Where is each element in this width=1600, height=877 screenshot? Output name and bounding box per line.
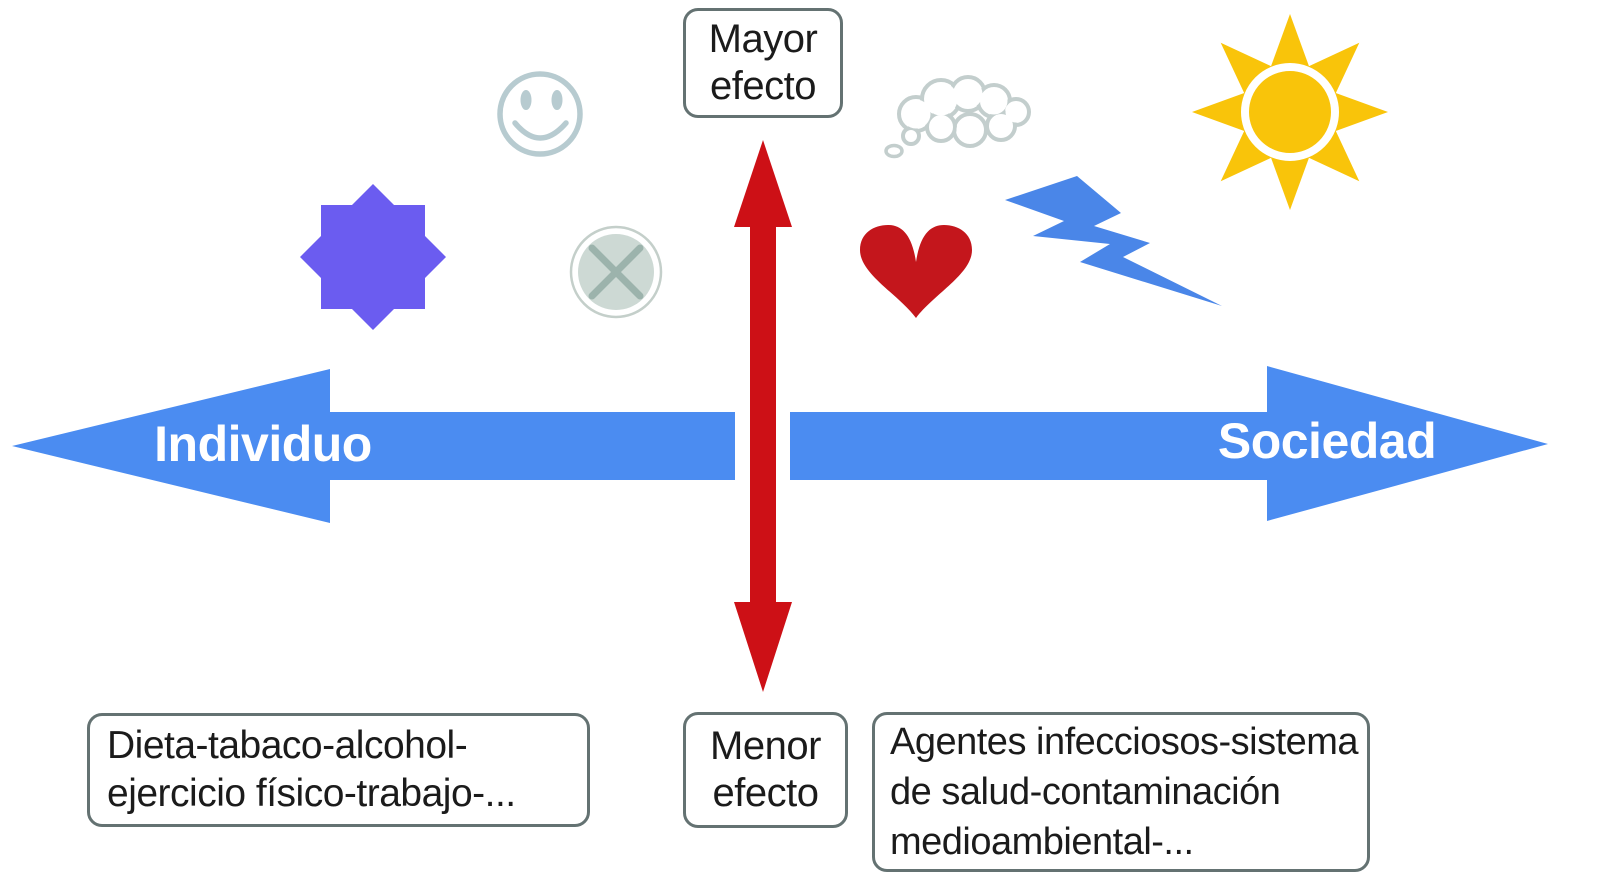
crossed-circle-cross bbox=[588, 244, 644, 300]
menor-efecto-line2: efecto bbox=[712, 771, 819, 815]
smiley-right-eye bbox=[551, 90, 563, 110]
menor-efecto-line1: Menor bbox=[710, 724, 821, 768]
horizontal-arrow-right bbox=[790, 366, 1548, 521]
sociedad-axis-label: Sociedad bbox=[1217, 413, 1437, 469]
society-factors-line2: de salud-contaminación bbox=[890, 771, 1281, 813]
society-factors-line1: Agentes infecciosos-sistema bbox=[890, 721, 1359, 763]
heart-icon bbox=[860, 225, 972, 318]
horizontal-arrow-left bbox=[12, 369, 735, 523]
individual-factors-line2: ejercicio físico-trabajo-... bbox=[107, 772, 516, 815]
smiley-head bbox=[497, 71, 583, 157]
society-factors-box: Agentes infecciosos-sistema de salud-con… bbox=[872, 712, 1370, 872]
smiley-mouth bbox=[512, 120, 569, 141]
mayor-efecto-line2: efecto bbox=[710, 64, 816, 108]
individual-factors-line1: Dieta-tabaco-alcohol- bbox=[107, 724, 468, 767]
mayor-efecto-line1: Mayor bbox=[708, 17, 818, 61]
crossed-circle-icon bbox=[569, 225, 663, 319]
sun-core bbox=[1241, 63, 1339, 161]
smoke-cloud-puff bbox=[884, 143, 904, 159]
mayor-efecto-box: Mayor efecto bbox=[683, 8, 843, 118]
menor-efecto-box: Menor efecto bbox=[683, 712, 848, 828]
smoke-cloud-icon bbox=[884, 75, 1031, 159]
individual-factors-box: Dieta-tabaco-alcohol- ejercicio físico-t… bbox=[87, 713, 590, 827]
sun-icon bbox=[1192, 14, 1388, 210]
crossed-circle-ring bbox=[569, 225, 663, 319]
eight-point-star-icon bbox=[300, 184, 446, 330]
individuo-axis-label: Individuo bbox=[154, 416, 372, 472]
sun-rays bbox=[1192, 14, 1388, 210]
society-factors-line3: medioambiental-... bbox=[890, 821, 1194, 863]
smiley-face-icon bbox=[497, 71, 583, 157]
vertical-arrow bbox=[734, 140, 792, 692]
smiley-left-eye bbox=[520, 90, 532, 110]
lightning-bolt-icon bbox=[1005, 176, 1222, 306]
